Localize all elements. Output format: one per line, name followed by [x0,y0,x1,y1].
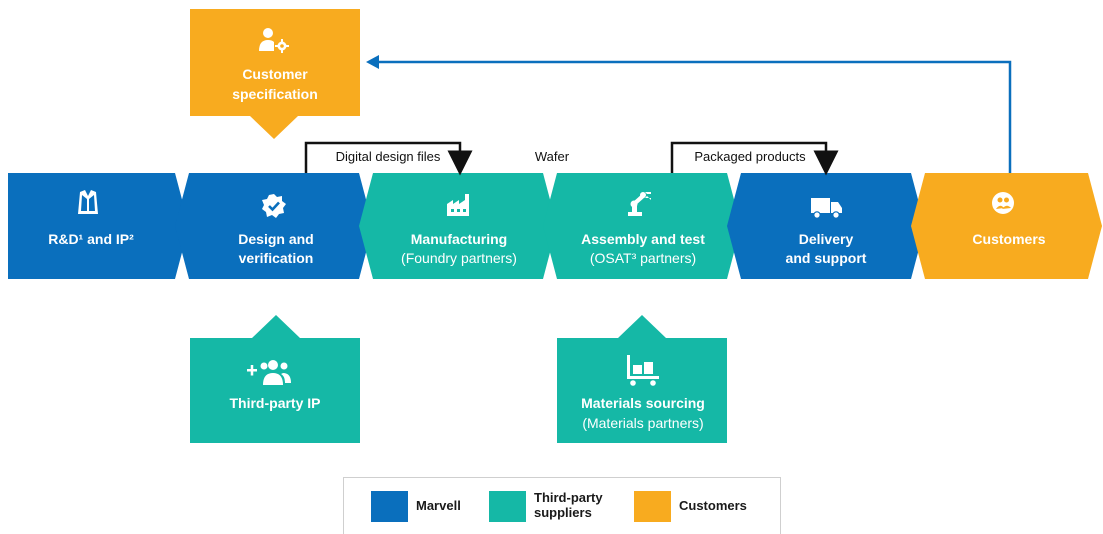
callout-materials-label-1: Materials sourcing [581,395,705,411]
user-gear-icon [259,28,289,53]
legend-label-third-party-line2: suppliers [534,505,592,520]
stage-manufacturing-label-2: (Foundry partners) [401,250,517,266]
legend-swatch-customers [634,491,671,522]
stage-rnd-label: R&D¹ and IP² [48,231,134,247]
stage-assembly-label-2: (OSAT³ partners) [590,250,696,266]
stage-assembly-label-1: Assembly and test [581,231,705,247]
callout-third-party-ip-label: Third-party IP [229,395,320,411]
callout-customer-spec-label-2: specification [232,86,318,102]
legend: Marvell Third-party suppliers Customers [343,477,781,534]
arrow-digital-design-files [304,141,473,176]
legend-swatch-marvell [371,491,408,522]
stage-design-label-2: verification [239,250,314,266]
flow-label-wafer: Wafer [535,149,570,164]
stage-rnd: R&D¹ and IP² [8,173,189,279]
stage-design: Design and verification [175,173,373,279]
factory-icon [447,194,469,216]
callout-materials-sourcing: Materials sourcing (Materials partners) [557,315,727,443]
robot-arm-icon [628,192,651,216]
customers-circle-icon [992,192,1014,214]
legend-swatch-third-party [489,491,526,522]
callout-third-party-ip: Third-party IP [190,315,360,443]
stage-assembly: Assembly and test (OSAT³ partners) [543,173,741,279]
legend-label-customers: Customers [679,498,747,513]
legend-label-marvell: Marvell [416,498,461,513]
add-people-icon [247,360,291,385]
flow-label-packaged-products: Packaged products [694,149,806,164]
verified-badge-icon [262,194,286,218]
callout-materials-label-2: (Materials partners) [582,415,703,431]
cart-icon [627,355,659,386]
arrow-feedback-head [366,55,379,69]
stage-delivery-label-2: and support [786,250,867,266]
arrow-feedback-to-spec [378,60,1012,173]
stage-customers-label: Customers [972,231,1045,247]
stage-customers: Customers [911,173,1102,279]
flow-label-digital-design-files: Digital design files [336,149,441,164]
legend-label-third-party-line1: Third-party [534,490,603,505]
arrow-packaged-products [670,141,839,176]
truck-icon [811,198,842,219]
lab-coat-icon [78,190,98,214]
stage-manufacturing-label-1: Manufacturing [411,231,507,247]
stage-manufacturing: Manufacturing (Foundry partners) [359,173,557,279]
callout-customer-spec-label-1: Customer [242,66,308,82]
stage-delivery-label-1: Delivery [799,231,854,247]
callout-customer-specification: Customer specification [190,9,360,139]
stage-design-label-1: Design and [238,231,313,247]
legend-label-third-party: Third-party suppliers [534,490,603,520]
stage-delivery: Delivery and support [727,173,925,279]
